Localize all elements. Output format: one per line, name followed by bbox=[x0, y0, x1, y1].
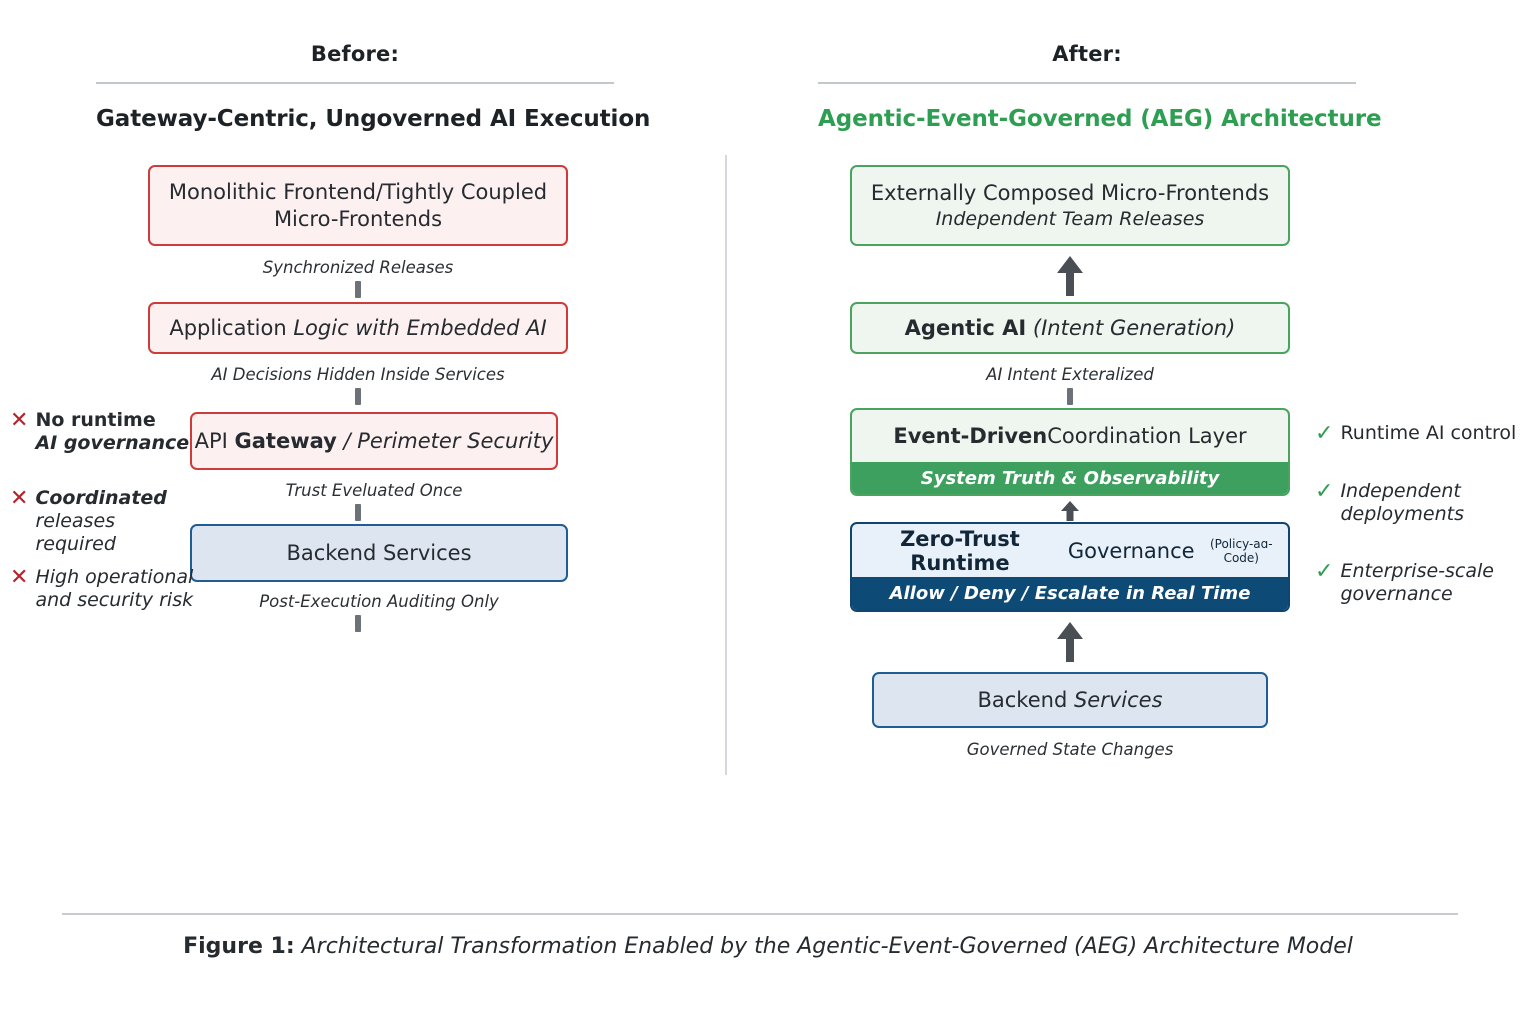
bullet-line1: Enterprise-scale bbox=[1340, 560, 1494, 582]
box-agentic-ai-text: Agentic AI (Intent Generation) bbox=[905, 315, 1236, 342]
before-column-header: Before: bbox=[96, 42, 614, 66]
box-api-gateway-italic: / Perimeter Security bbox=[336, 428, 554, 453]
bullet-line1: Independent bbox=[1340, 480, 1461, 502]
connector-label-synchronized-releases: Synchronized Releases bbox=[262, 258, 454, 277]
bullet-high-operational-risk: ✕ High operational and security risk bbox=[10, 566, 200, 612]
connector-dash-2 bbox=[355, 388, 361, 405]
before-header-rule bbox=[96, 82, 614, 84]
figure-caption: Figure 1: Architectural Transformation E… bbox=[0, 934, 1536, 959]
bullet-enterprise-scale-governance: ✓ Enterprise-scale governance bbox=[1315, 560, 1530, 606]
arrow-up-icon-1 bbox=[1052, 254, 1088, 302]
check-icon: ✓ bbox=[1315, 421, 1334, 446]
box-event-driven-band: System Truth & Observability bbox=[852, 462, 1288, 494]
bullet-strong: No runtime bbox=[35, 409, 156, 431]
bullet-line2: governance bbox=[1340, 583, 1453, 606]
connector-label-ai-intent-externalized: AI Intent Exteralized bbox=[986, 365, 1154, 384]
connector-label-post-execution-auditing: Post-Execution Auditing Only bbox=[259, 592, 499, 611]
box-event-driven-plain: Coordination Layer bbox=[1047, 424, 1247, 448]
box-application-logic-text: Application Logic with Embedded AI bbox=[169, 315, 546, 342]
box-agentic-ai-italic: (Intent Generation) bbox=[1026, 315, 1236, 340]
bullet-coordinated-releases: ✕ Coordinated releases required bbox=[10, 487, 195, 557]
connector-dash-3 bbox=[355, 504, 361, 521]
bullet-high-operational-risk-text: High operational and security risk bbox=[35, 566, 193, 612]
column-divider bbox=[725, 155, 727, 775]
box-zero-trust-band: Allow / Deny / Escalate in Real Time bbox=[852, 577, 1288, 610]
box-agentic-ai: Agentic AI (Intent Generation) bbox=[850, 302, 1290, 354]
box-api-gateway: API Gateway / Perimeter Security bbox=[190, 412, 558, 470]
box-external-microfrontends-line2: Independent Team Releases bbox=[935, 207, 1205, 230]
cross-icon: ✕ bbox=[10, 408, 29, 433]
box-zero-trust-plain: Governance bbox=[1067, 538, 1195, 563]
figure-number: Figure 1: bbox=[183, 934, 295, 959]
connector-label-governed-state-changes: Governed State Changes bbox=[966, 740, 1174, 759]
box-monolithic-frontend-line2: Micro-Frontends bbox=[273, 206, 443, 231]
after-header-rule bbox=[818, 82, 1356, 84]
bullet-no-runtime-governance-text: No runtime AI governance bbox=[35, 409, 189, 455]
after-column-title: Agentic-Event-Governed (AEG) Architectur… bbox=[818, 106, 1382, 132]
cross-icon: ✕ bbox=[10, 486, 29, 511]
box-zero-trust-governance-title: Zero-Trust Runtime Governance (Policy-aɑ… bbox=[852, 524, 1288, 577]
box-event-driven-bold: Event-Driven bbox=[893, 424, 1048, 448]
bullet-strong: High operational bbox=[35, 566, 194, 588]
box-api-gateway-text: API Gateway / Perimeter Security bbox=[195, 428, 554, 455]
box-backend-services-before-text: Backend Services bbox=[286, 540, 472, 565]
before-kicker: Before: bbox=[310, 42, 400, 66]
connector-label-trust-evaluated-once: Trust Eveluated Once bbox=[285, 481, 463, 500]
box-backend-services-after-text: Backend Services bbox=[977, 687, 1162, 714]
connector-dash-after-1 bbox=[1067, 388, 1073, 405]
box-event-driven-coordination: Event-Driven Coordination Layer System T… bbox=[850, 408, 1290, 496]
check-icon: ✓ bbox=[1315, 479, 1334, 504]
bullet-coordinated-releases-text: Coordinated releases required bbox=[35, 487, 195, 557]
caption-rule bbox=[62, 913, 1458, 915]
box-backend-services-before: Backend Services bbox=[190, 524, 568, 582]
before-column-title: Gateway-Centric, Ungoverned AI Execution bbox=[96, 106, 651, 132]
bullet-rest: and security risk bbox=[35, 589, 194, 612]
box-agentic-ai-bold: Agentic AI bbox=[904, 315, 1027, 340]
box-backend-after-plain: Backend bbox=[977, 687, 1074, 712]
bullet-strong: Coordinated bbox=[35, 487, 167, 509]
after-kicker: After: bbox=[1052, 42, 1122, 66]
box-api-gateway-bold: Gateway bbox=[234, 428, 337, 453]
bullet-rest: AI governance bbox=[35, 432, 190, 455]
box-backend-after-italic: Services bbox=[1073, 687, 1163, 712]
bullet-no-runtime-governance: ✕ No runtime AI governance bbox=[10, 409, 190, 455]
bullet-line2: deployments bbox=[1340, 503, 1464, 526]
box-application-logic-plain: Application bbox=[169, 315, 294, 340]
box-zero-trust-bold: Zero-Trust Runtime bbox=[900, 526, 1020, 575]
connector-label-ai-decisions-hidden: AI Decisions Hidden Inside Services bbox=[211, 365, 505, 384]
bullet-enterprise-scale-governance-text: Enterprise-scale governance bbox=[1340, 560, 1494, 606]
box-external-microfrontends-line1: Externally Composed Micro-Frontends bbox=[870, 180, 1270, 205]
box-event-driven-coordination-title: Event-Driven Coordination Layer bbox=[852, 410, 1288, 462]
box-zero-trust-policy-as-code: (Policy-aɑ-Code) bbox=[1209, 536, 1273, 565]
check-icon: ✓ bbox=[1315, 559, 1334, 584]
box-monolithic-frontend: Monolithic Frontend/Tightly Coupled Micr… bbox=[148, 165, 568, 246]
arrow-up-icon-3 bbox=[1052, 620, 1088, 668]
box-zero-trust-governance: Zero-Trust Runtime Governance (Policy-aɑ… bbox=[850, 522, 1290, 612]
bullet-independent-deployments: ✓ Independent deployments bbox=[1315, 480, 1525, 526]
box-application-logic-italic: Logic with Embedded AI bbox=[293, 315, 547, 340]
bullet-runtime-ai-control: ✓ Runtime AI control bbox=[1315, 422, 1525, 445]
connector-dash-1 bbox=[355, 281, 361, 298]
box-external-microfrontends: Externally Composed Micro-Frontends Inde… bbox=[850, 165, 1290, 246]
box-application-logic: Application Logic with Embedded AI bbox=[148, 302, 568, 354]
figure-caption-text: Architectural Transformation Enabled by … bbox=[294, 934, 1353, 959]
cross-icon: ✕ bbox=[10, 565, 29, 590]
bullet-independent-deployments-text: Independent deployments bbox=[1340, 480, 1464, 526]
bullet-runtime-ai-control-text: Runtime AI control bbox=[1340, 422, 1517, 444]
bullet-rest: releases required bbox=[35, 510, 116, 556]
box-api-gateway-plain: API bbox=[194, 428, 235, 453]
connector-dash-4 bbox=[355, 615, 361, 632]
after-column-header: After: bbox=[818, 42, 1356, 66]
box-backend-services-after: Backend Services bbox=[872, 672, 1268, 728]
box-monolithic-frontend-line1: Monolithic Frontend/Tightly Coupled bbox=[168, 179, 548, 204]
arrow-up-icon-2 bbox=[1058, 500, 1082, 526]
